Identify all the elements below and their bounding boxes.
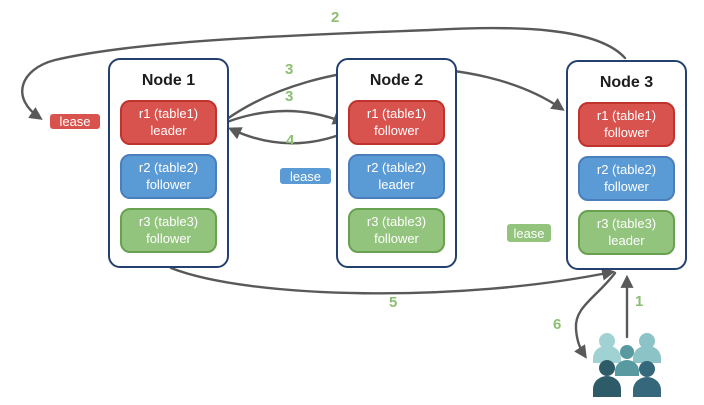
node-2-replica-r3: r3 (table3) follower [348,208,445,253]
lease-tag-r1: lease [48,112,102,131]
step-label-3b: 3 [285,88,294,105]
replica-role: leader [150,122,187,138]
node-3: Node 3 r1 (table1) follower r2 (table2) … [566,60,687,270]
replica-role: follower [146,230,191,246]
replica-role: follower [604,124,649,140]
node-3-replica-r2: r2 (table2) follower [578,156,675,201]
node-1-replica-r3: r3 (table3) follower [120,208,217,253]
arrow-3-node1-to-node2 [225,109,347,125]
node-1: Node 1 r1 (table1) leader r2 (table2) fo… [108,58,229,268]
replica-name: r3 (table3) [366,213,427,229]
replica-role: follower [374,122,419,138]
step-label-2: 2 [331,9,340,26]
lease-tag-r2: lease [278,166,333,186]
replica-name: r1 (table1) [138,105,199,121]
replica-name: r2 (table2) [596,161,657,177]
step-label-5: 5 [389,294,398,311]
node-1-title: Node 1 [141,72,196,89]
replica-role: follower [146,176,191,192]
node-3-replica-r3: r3 (table3) leader [578,210,675,255]
replica-name: r3 (table3) [138,213,199,229]
replica-role: leader [608,232,645,248]
node-3-title: Node 3 [599,74,654,91]
lease-tag-r3: lease [505,222,553,244]
step-label-3a: 3 [285,61,294,78]
replica-name: r1 (table1) [366,105,427,121]
replica-name: r2 (table2) [138,159,199,175]
replica-role: follower [604,178,649,194]
replica-role: leader [378,176,415,192]
node-2-title: Node 2 [369,72,424,89]
node-2-replica-r1: r1 (table1) follower [348,100,445,145]
arrow-5-node1-to-node3 [169,266,616,295]
step-label-6: 6 [553,316,562,333]
node-1-replica-r1: r1 (table1) leader [120,100,217,145]
node-2-replica-r2: r2 (table2) leader [348,154,445,199]
step-label-1: 1 [635,293,644,310]
step-label-4: 4 [286,132,295,149]
node-2: Node 2 r1 (table1) follower r2 (table2) … [336,58,457,268]
node-3-replica-r1: r1 (table1) follower [578,102,675,147]
replica-name: r2 (table2) [366,159,427,175]
replica-name: r1 (table1) [596,107,657,123]
users-group-icon [593,333,661,397]
node-1-replica-r2: r2 (table2) follower [120,154,217,199]
replica-role: follower [374,230,419,246]
replica-name: r3 (table3) [596,215,657,231]
